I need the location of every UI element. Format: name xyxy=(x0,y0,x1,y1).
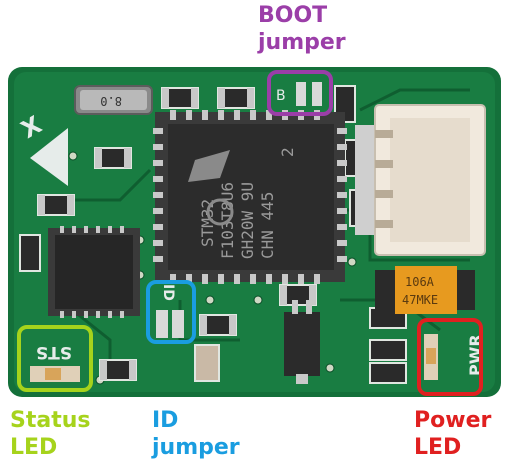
svg-text:2: 2 xyxy=(278,147,297,157)
svg-text:ID: ID xyxy=(160,284,176,301)
power-led-label-line1: Power xyxy=(414,408,492,433)
crystal: 8.0 xyxy=(74,85,153,115)
boot-jumper-pads: B xyxy=(276,82,322,106)
svg-text:8.0: 8.0 xyxy=(100,94,122,108)
svg-text:STM32: STM32 xyxy=(198,199,217,247)
id-jumper-label-line2: jumper xyxy=(152,435,240,460)
power-led-highlight xyxy=(417,318,483,396)
power-led-label: Power LED xyxy=(414,407,491,461)
id-jumper-label: ID jumper xyxy=(152,407,240,461)
voltage-regulator xyxy=(284,300,320,384)
svg-text:B: B xyxy=(276,88,286,104)
boot-jumper-label-line1: BOOT xyxy=(258,3,328,28)
status-led: STS xyxy=(30,342,80,382)
st-logo-icon xyxy=(188,150,230,182)
id-jumper-highlight xyxy=(146,280,196,344)
connector xyxy=(355,104,486,256)
status-led-label-line2: LED xyxy=(10,435,58,460)
svg-text:GH20W 9U: GH20W 9U xyxy=(238,182,257,259)
svg-text:47MKE: 47MKE xyxy=(402,293,438,307)
boot-jumper-label-line2: jumper xyxy=(258,30,346,55)
qfn-chip xyxy=(48,226,140,318)
id-jumper-pads: ID xyxy=(156,284,184,338)
power-led-label-line2: LED xyxy=(414,435,462,460)
status-led-label-line1: Status xyxy=(10,408,91,433)
svg-text:106A: 106A xyxy=(405,275,435,289)
status-led-highlight xyxy=(17,325,93,392)
boot-jumper-highlight xyxy=(267,70,333,116)
status-led-label: Status LED xyxy=(10,407,90,461)
svg-text:STS: STS xyxy=(36,342,72,362)
boot-jumper-label: BOOT jumper xyxy=(258,2,346,56)
direction-arrow-icon xyxy=(30,128,68,186)
mcu-chip: STM32 F103T8U6 GH20W 9U CHN 445 2 xyxy=(153,110,347,284)
id-jumper-label-line1: ID xyxy=(152,408,179,433)
tantalum-capacitor: 106A 47MKE xyxy=(375,266,475,314)
svg-text:CHN 445: CHN 445 xyxy=(258,192,277,259)
